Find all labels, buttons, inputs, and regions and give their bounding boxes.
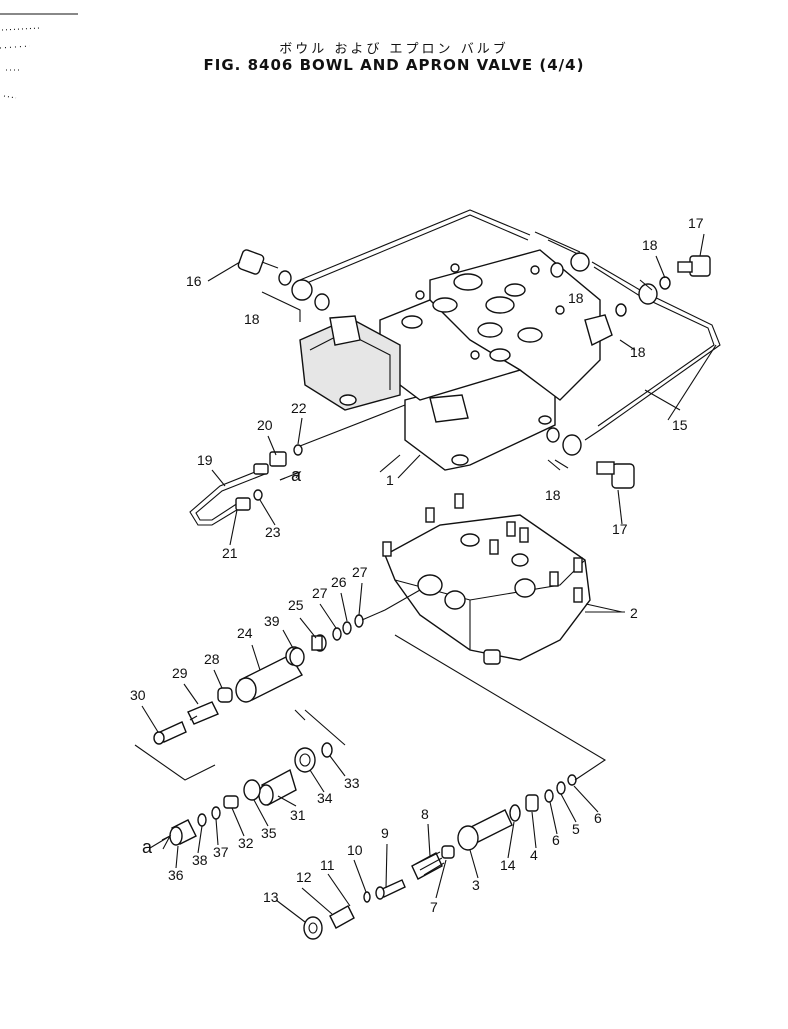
piston-31 bbox=[258, 768, 297, 807]
scan-artifact bbox=[0, 13, 78, 99]
callout-39: 39 bbox=[264, 613, 280, 629]
poppet-7 bbox=[441, 845, 455, 859]
callout-36: 36 bbox=[168, 867, 184, 883]
callout-11: 11 bbox=[320, 857, 335, 873]
callout-18b: 18 bbox=[642, 237, 658, 253]
callout-19: 19 bbox=[197, 452, 213, 468]
callout-30: 30 bbox=[130, 687, 146, 703]
callout-4: 4 bbox=[530, 847, 538, 863]
callout-38: 38 bbox=[192, 852, 208, 868]
callout-18e: 18 bbox=[545, 487, 561, 503]
callout-15: 15 bbox=[672, 417, 688, 433]
callout-1: 1 bbox=[386, 472, 394, 488]
bolt-17-top bbox=[615, 255, 711, 317]
callout-29: 29 bbox=[172, 665, 188, 681]
leader-lines-lower bbox=[189, 477, 625, 781]
callout-17a: 17 bbox=[688, 215, 704, 231]
sleeve-35 bbox=[243, 779, 261, 801]
callout-32: 32 bbox=[238, 835, 254, 851]
callout-labels: 1 2 3 4 5 6 6 7 8 9 10 11 12 13 14 15 16… bbox=[130, 215, 704, 915]
bolt-17-bottom bbox=[546, 427, 635, 489]
callout-26: 26 bbox=[331, 574, 347, 590]
callout-5: 5 bbox=[572, 821, 580, 837]
callout-27a: 27 bbox=[312, 585, 328, 601]
rings-5-6 bbox=[544, 774, 577, 803]
ring-10 bbox=[363, 891, 371, 903]
plug-12 bbox=[329, 905, 355, 929]
callout-20: 20 bbox=[257, 417, 273, 433]
callout-a-lower: a bbox=[142, 837, 153, 857]
callout-9: 9 bbox=[381, 825, 389, 841]
callout-17b: 17 bbox=[612, 521, 628, 537]
callout-34: 34 bbox=[317, 790, 333, 806]
ring-14 bbox=[509, 804, 521, 822]
tube-15 bbox=[299, 209, 721, 441]
plug-4 bbox=[525, 794, 539, 812]
callout-18c: 18 bbox=[568, 290, 584, 306]
fittings-20-23 bbox=[235, 444, 303, 511]
callout-7: 7 bbox=[430, 899, 438, 915]
callout-10: 10 bbox=[347, 842, 363, 858]
ring-37 bbox=[211, 806, 221, 820]
callout-13: 13 bbox=[263, 889, 279, 905]
ring-33 bbox=[321, 742, 333, 758]
bolt-30 bbox=[153, 721, 187, 745]
spring-29 bbox=[187, 701, 219, 725]
leader-lines-upper bbox=[261, 231, 681, 473]
callout-6a: 6 bbox=[552, 832, 560, 848]
bowl-valve-body bbox=[299, 249, 613, 471]
callout-35: 35 bbox=[261, 825, 277, 841]
poppet-28 bbox=[217, 687, 233, 703]
figure-title-japanese: ボウル および エプロン バルブ bbox=[279, 42, 509, 57]
frame-box-30 bbox=[134, 744, 216, 781]
apron-valve-body bbox=[382, 493, 591, 665]
callout-18d: 18 bbox=[630, 344, 646, 360]
callout-33: 33 bbox=[344, 775, 360, 791]
spool-3 bbox=[457, 809, 513, 851]
callout-12: 12 bbox=[296, 869, 312, 885]
tube-19 bbox=[189, 467, 266, 526]
callout-22: 22 bbox=[291, 400, 307, 416]
eye-joint-16 bbox=[237, 249, 279, 275]
callout-28: 28 bbox=[204, 651, 220, 667]
callout-23: 23 bbox=[265, 524, 281, 540]
callout-31: 31 bbox=[290, 807, 306, 823]
plug-36 bbox=[169, 819, 197, 846]
callout-a-upper: a bbox=[291, 465, 302, 485]
callout-24: 24 bbox=[237, 625, 253, 641]
ring-39 bbox=[289, 647, 305, 667]
nut-13 bbox=[303, 916, 323, 940]
plug-25 bbox=[311, 634, 327, 652]
washer-18-left bbox=[278, 270, 330, 311]
rings-26-27 bbox=[332, 614, 364, 641]
callout-8: 8 bbox=[421, 806, 429, 822]
stopper-32 bbox=[223, 795, 239, 809]
figure-title: FIG. 8406 BOWL AND APRON VALVE (4/4) bbox=[203, 56, 585, 74]
ring-38 bbox=[197, 813, 207, 827]
nut-34 bbox=[294, 747, 316, 773]
callout-18a: 18 bbox=[244, 311, 260, 327]
callout-3: 3 bbox=[472, 877, 480, 893]
callout-14: 14 bbox=[500, 857, 516, 873]
bolt-9 bbox=[375, 879, 406, 900]
callout-21: 21 bbox=[222, 545, 238, 561]
callout-37: 37 bbox=[213, 844, 229, 860]
callout-16: 16 bbox=[186, 273, 202, 289]
eye-joint-upper-right bbox=[550, 252, 590, 278]
spring-8 bbox=[411, 851, 445, 880]
callout-2: 2 bbox=[630, 605, 638, 621]
callout-27b: 27 bbox=[352, 564, 368, 580]
callout-leaders bbox=[141, 233, 717, 923]
callout-6b: 6 bbox=[594, 810, 602, 826]
frame-box-31 bbox=[294, 709, 346, 746]
callout-25: 25 bbox=[288, 597, 304, 613]
